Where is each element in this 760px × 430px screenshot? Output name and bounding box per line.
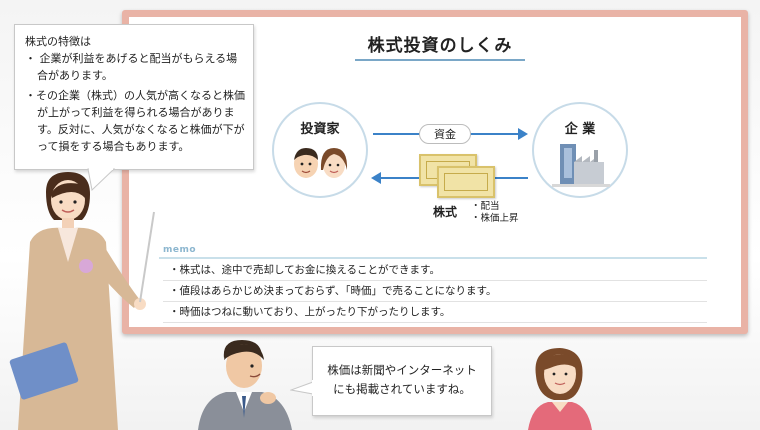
company-circle: 企 業 bbox=[532, 102, 628, 198]
price-info-speech-bubble: 株価は新聞やインターネット にも掲載されていますね。 bbox=[312, 346, 492, 416]
bottom-bubble-tail bbox=[290, 380, 314, 396]
memo-rule bbox=[159, 257, 707, 259]
company-label: 企 業 bbox=[564, 122, 596, 137]
investor-label: 投資家 bbox=[300, 122, 340, 137]
stock-arrow-head bbox=[371, 172, 381, 184]
investors-illustration bbox=[294, 148, 348, 178]
company-building-icon bbox=[552, 144, 610, 187]
stock-benefits: ・配当 ・株価上昇 bbox=[471, 201, 519, 225]
man-illustration bbox=[198, 340, 292, 430]
stock-certificate-icon bbox=[437, 166, 495, 198]
board-title: 株式投資のしくみ bbox=[355, 31, 525, 61]
stock-benefit-price: ・株価上昇 bbox=[471, 213, 519, 224]
bubble-line-2: にも掲載されていますね。 bbox=[333, 382, 471, 396]
bubble-line-1: 株価は新聞やインターネット bbox=[327, 363, 477, 377]
bubble-point-dividend: ・ 企業が利益をあげると配当がもらえる場合があります。 bbox=[25, 52, 238, 82]
memo-item: ・時価はつねに動いており、上がったり下がったりします。 bbox=[163, 302, 707, 323]
explanation-speech-bubble: 株式の特徴は ・ 企業が利益をあげると配当がもらえる場合があります。 ・その企業… bbox=[14, 24, 254, 170]
bubble-point-price: ・その企業（株式）の人気が高くなると株価が上がって利益を得られる場合があります。… bbox=[25, 89, 245, 153]
stock-benefit-dividend: ・配当 bbox=[471, 201, 500, 212]
bubble-tail bbox=[87, 168, 116, 191]
memo-item: ・株式は、途中で売却してお金に換えることができます。 bbox=[163, 260, 707, 281]
woman-illustration bbox=[528, 348, 592, 430]
stock-label: 株式 bbox=[433, 205, 458, 219]
bubble-heading: 株式の特徴は bbox=[25, 35, 91, 48]
funds-arrow-head bbox=[518, 128, 528, 140]
investor-circle: 投資家 bbox=[272, 102, 368, 198]
memo-item: ・値段はあらかじめ決まっておらず、「時価」で売ることになります。 bbox=[163, 281, 707, 302]
funds-pill: 資金 bbox=[419, 124, 471, 144]
memo-label: memo bbox=[163, 245, 197, 255]
presenter-woman-illustration bbox=[9, 172, 155, 430]
